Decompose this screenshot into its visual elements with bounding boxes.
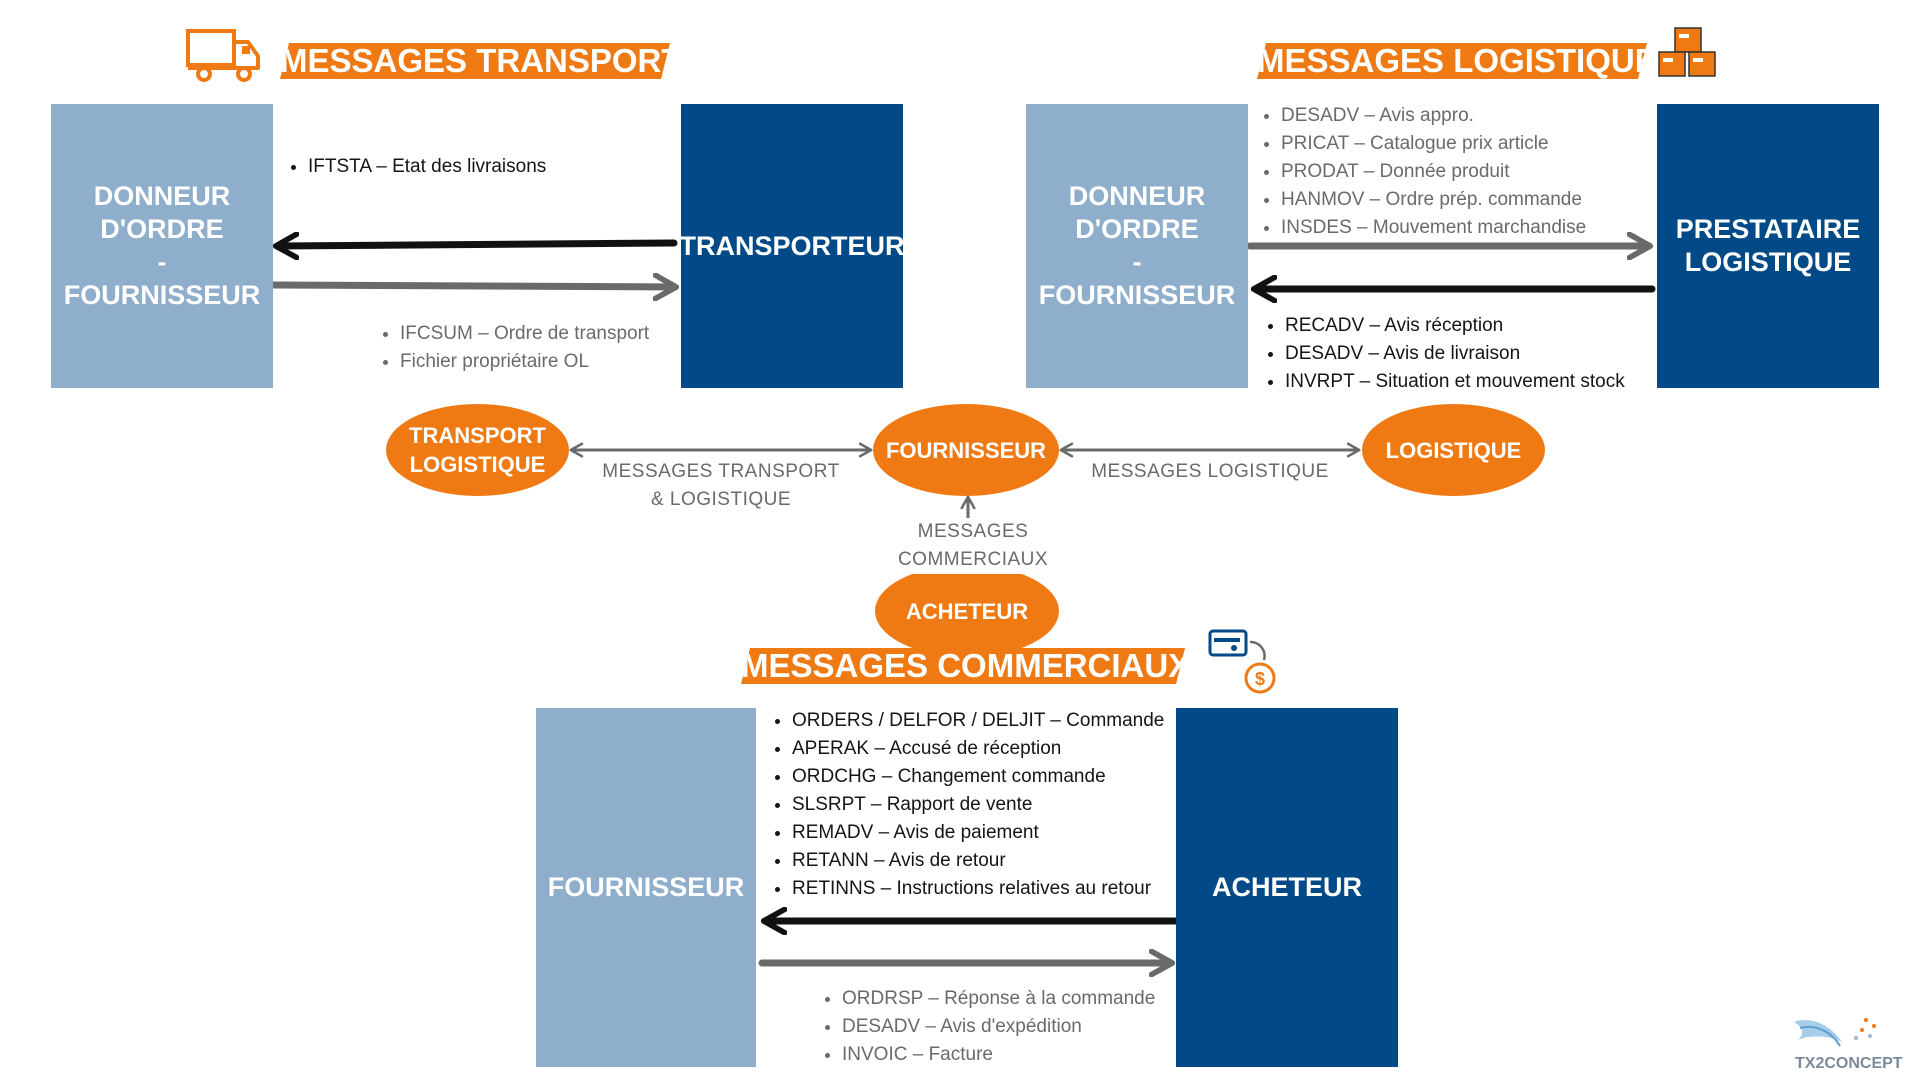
list-item: ORDRSP – Réponse à la commande — [842, 985, 1155, 1013]
label-messages-commerciaux: MESSAGES COMMERCIAUX — [848, 518, 1098, 574]
list-item: RECADV – Avis réception — [1285, 312, 1625, 340]
oval-fournisseur: FOURNISSEUR — [873, 404, 1059, 496]
list-item: DESADV – Avis de livraison — [1285, 340, 1625, 368]
list-item: ORDCHG – Changement commande — [792, 763, 1164, 791]
oval-acheteur: ACHETEUR — [875, 565, 1059, 657]
box-acheteur: ACHETEUR — [1176, 708, 1398, 1067]
truck-icon — [186, 29, 260, 82]
list-item: IFCSUM – Ordre de transport — [400, 320, 649, 348]
list-item: RETINNS – Instructions relatives au reto… — [792, 875, 1164, 903]
list-item: DESADV – Avis appro. — [1281, 102, 1586, 130]
list-item: PRODAT – Donnée produit — [1281, 158, 1586, 186]
oval-logistique: LOGISTIQUE — [1362, 404, 1545, 496]
list-item: INVRPT – Situation et mouvement stock — [1285, 368, 1625, 396]
arrow-donneur-to-transporteur — [270, 285, 674, 287]
box-donneur-ordre-transport: DONNEUR D'ORDRE - FOURNISSEUR — [51, 104, 273, 388]
box-transporteur: TRANSPORTEUR — [680, 104, 905, 388]
list-item: INSDES – Mouvement marchandise — [1281, 214, 1586, 242]
list-transport-incoming: IFTSTA – Etat des livraisons — [282, 153, 546, 181]
banner-messages-logistique: MESSAGES LOGISTIQUE — [1257, 42, 1657, 79]
payment-card-icon: $ — [1208, 629, 1276, 694]
banner-messages-transport: MESSAGES TRANSPORT — [280, 42, 682, 79]
list-logistique-outgoing: DESADV – Avis appro. PRICAT – Catalogue … — [1255, 102, 1586, 242]
box-donneur-ordre-logistique: DONNEUR D'ORDRE - FOURNISSEUR — [1026, 104, 1248, 388]
tx2concept-logo-icon — [1794, 1018, 1876, 1047]
banner-messages-commerciaux: MESSAGES COMMERCIAUX — [741, 647, 1191, 684]
boxes-icon — [1658, 27, 1716, 77]
list-logistique-incoming: RECADV – Avis réception DESADV – Avis de… — [1259, 312, 1625, 396]
list-item: SLSRPT – Rapport de vente — [792, 791, 1164, 819]
list-item: INVOIC – Facture — [842, 1041, 1155, 1069]
list-item: Fichier propriétaire OL — [400, 348, 649, 376]
list-item: DESADV – Avis d'expédition — [842, 1013, 1155, 1041]
list-item: HANMOV – Ordre prép. commande — [1281, 186, 1586, 214]
arrow-transport-to-donneur — [278, 243, 678, 246]
list-commerciaux-outgoing: ORDRSP – Réponse à la commande DESADV – … — [816, 985, 1155, 1069]
label-messages-transport-logistique: MESSAGES TRANSPORT & LOGISTIQUE — [602, 461, 840, 510]
label-messages-logistique: MESSAGES LOGISTIQUE — [1091, 461, 1329, 482]
oval-transport-logistique: TRANSPORT LOGISTIQUE — [386, 404, 569, 496]
list-item: RETANN – Avis de retour — [792, 847, 1164, 875]
list-item: ORDERS / DELFOR / DELJIT – Commande — [792, 707, 1164, 735]
logo-text: TX2CONCEPT — [1795, 1055, 1903, 1072]
box-fournisseur-commercial: FOURNISSEUR — [536, 708, 756, 1067]
list-item: REMADV – Avis de paiement — [792, 819, 1164, 847]
svg-text:$: $ — [1255, 669, 1265, 689]
list-transport-outgoing: IFCSUM – Ordre de transport Fichier prop… — [374, 320, 649, 376]
list-commerciaux-incoming: ORDERS / DELFOR / DELJIT – Commande APER… — [766, 707, 1164, 903]
list-item: PRICAT – Catalogue prix article — [1281, 130, 1586, 158]
box-prestataire-logistique: PRESTATAIRE LOGISTIQUE — [1657, 104, 1879, 388]
list-item: IFTSTA – Etat des livraisons — [308, 153, 546, 181]
list-item: APERAK – Accusé de réception — [792, 735, 1164, 763]
